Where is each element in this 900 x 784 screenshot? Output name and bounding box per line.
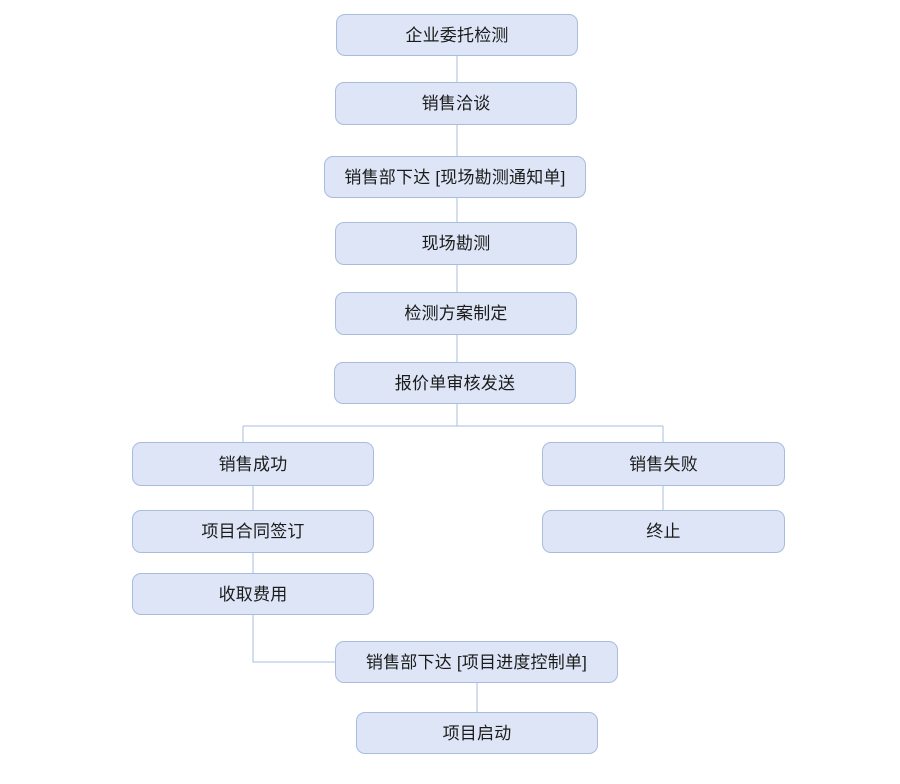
node-xiangmu-qidong[interactable]: 项目启动 [356,712,598,754]
node-baojiadan-shenhe-fasong[interactable]: 报价单审核发送 [334,362,576,404]
edge-n11-n12 [252,615,335,663]
node-qiye-weituo-jiance[interactable]: 企业委托检测 [336,14,578,56]
node-label: 项目合同签订 [201,522,305,541]
node-label: 销售失败 [629,454,698,474]
node-xiaoshoubu-xiada-xiangmu-jindu-kongzhidan[interactable]: 销售部下达 [项目进度控制单] [335,641,618,683]
node-label: 销售洽谈 [421,94,491,113]
node-label: 收取费用 [218,584,288,604]
node-label: 检测方案制定 [404,304,508,323]
node-label: 销售部下达 [项目进度控制单] [365,652,588,672]
node-label: 现场勘测 [421,234,491,253]
node-xiaoshou-chenggong[interactable]: 销售成功 [132,442,374,486]
node-xianchang-kance[interactable]: 现场勘测 [335,222,577,265]
node-label: 项目启动 [442,723,512,743]
node-jiance-fangan-zhiding[interactable]: 检测方案制定 [335,292,577,335]
node-label: 销售部下达 [现场勘测通知单] [344,167,566,187]
node-xiaoshou-qiatan[interactable]: 销售洽谈 [335,82,577,125]
node-xiaoshoubu-xiada-xianchang-kance-tongzhidan[interactable]: 销售部下达 [现场勘测通知单] [324,156,586,198]
node-label: 终止 [646,522,681,541]
node-shouqu-feiyong[interactable]: 收取费用 [132,573,374,615]
node-label: 报价单审核发送 [394,373,516,393]
node-xiaoshou-shibai[interactable]: 销售失败 [542,442,785,486]
node-label: 企业委托检测 [405,25,509,45]
node-zhongzhi[interactable]: 终止 [542,510,785,553]
node-label: 销售成功 [218,454,288,474]
node-xiangmu-hetong-qianding[interactable]: 项目合同签订 [132,510,374,553]
